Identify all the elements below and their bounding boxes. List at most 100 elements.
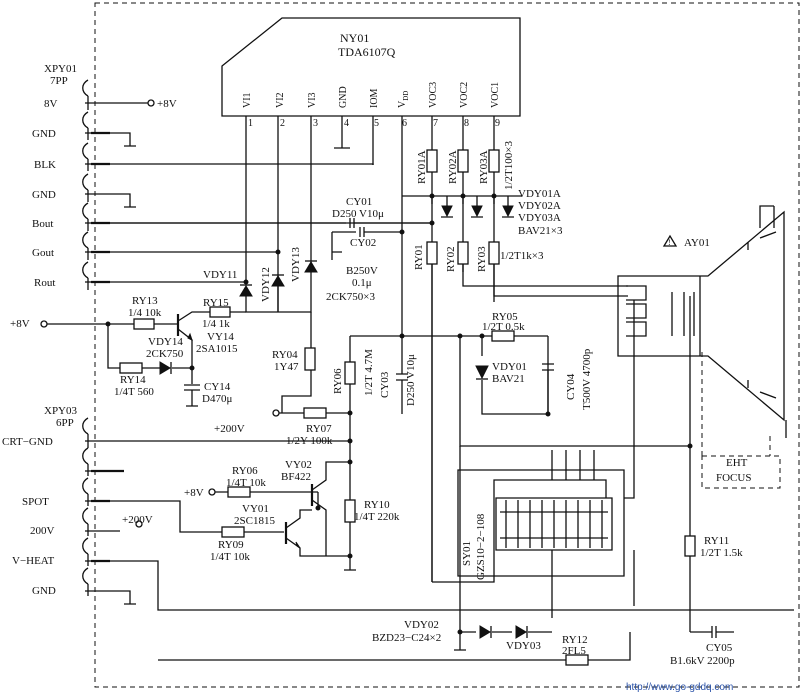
plus8v-mid-label: +8V xyxy=(184,487,204,499)
ry13-body xyxy=(133,318,155,330)
ry15-value: 1/4 1k xyxy=(202,318,230,330)
ry04-value: 1Y47 xyxy=(274,361,299,373)
vdy02-diode xyxy=(479,625,491,639)
ry06b-wire xyxy=(215,491,319,508)
crt-grids xyxy=(671,292,695,336)
vdy0xa-value: BAV21×3 xyxy=(518,225,563,237)
ry06b-label: RY06 xyxy=(232,465,258,477)
vdy02-value: BZD23−C24×2 xyxy=(372,632,441,644)
xpy03-ref: XPY03 xyxy=(44,405,78,417)
ic-pin-5: 5 xyxy=(374,118,379,129)
cy04-label: CY04 xyxy=(565,373,577,400)
vdy02a-label: VDY02A xyxy=(518,200,561,212)
cy14-label: CY14 xyxy=(204,381,231,393)
xpy01-label-blk: BLK xyxy=(34,159,56,171)
ry03-body xyxy=(488,241,500,265)
cy14-symbol xyxy=(184,368,200,407)
ic-ref: NY01 xyxy=(340,31,369,45)
cy04-symbol xyxy=(542,363,554,414)
ry06a-body xyxy=(344,361,356,385)
crt-anode xyxy=(759,205,787,438)
sy01-label: SY01 xyxy=(461,541,473,566)
plus200v-b-label: +200V xyxy=(122,514,153,526)
vy14-value: 2SA1015 xyxy=(196,343,238,355)
diode-set-label: 2CK750×3 xyxy=(326,291,375,303)
ry10-value: 1/4T 220k xyxy=(354,511,400,523)
ry06a-value: 1/2T 4.7M xyxy=(363,349,375,396)
vy14-arrow xyxy=(187,332,193,341)
ry14-value: 1/4T 560 xyxy=(114,386,154,398)
ry0x-value: 1/2T1k×3 xyxy=(500,250,544,262)
crt-neck xyxy=(617,210,785,422)
ry02-label: RY02 xyxy=(445,246,457,272)
ry12-body xyxy=(565,654,589,666)
ry02a-label: RY02A xyxy=(447,150,459,184)
connector-xpy03: XPY03 6PP CRT−GND SPOT 200V V−HEAT GND xyxy=(2,405,91,597)
ry01-body xyxy=(426,241,438,265)
xpy03-label-vheat: V−HEAT xyxy=(12,555,55,567)
ic-part: TDA6107Q xyxy=(338,45,396,59)
ic-pin-name-8: VOC2 xyxy=(459,82,470,108)
ry06b-body xyxy=(227,486,251,498)
ry05-value: 1/2T 0.5k xyxy=(482,321,525,333)
plus200v-terminal-a xyxy=(272,409,280,417)
ry14-body xyxy=(119,362,143,374)
vy02-label: VY02 xyxy=(285,459,312,471)
xpy03-label-gnd: GND xyxy=(32,585,56,597)
ry0xa-value: 1/2T100×3 xyxy=(503,141,515,190)
ic-pin-name-3: VI3 xyxy=(307,92,318,108)
ic-pin-name-9: VOC1 xyxy=(490,82,501,108)
zener-bars xyxy=(490,626,528,638)
ic-pin-name-4: GND xyxy=(338,86,349,108)
vdy01-value: BAV21 xyxy=(492,373,525,385)
ry09-label: RY09 xyxy=(218,539,244,551)
ry06a-label: RY06 xyxy=(332,368,344,394)
ry02-body xyxy=(457,241,469,265)
xpy03-wires xyxy=(91,440,794,611)
junction-dots xyxy=(105,193,693,635)
vdy14-diode xyxy=(159,361,171,375)
rgb-output-wires xyxy=(431,264,628,582)
ic-pin-6: 6 xyxy=(402,118,407,129)
ry14-label: RY14 xyxy=(120,374,146,386)
ry11-body xyxy=(684,535,696,557)
ic-pin-4: 4 xyxy=(344,118,349,129)
cy05-value: B1.6kV 2200p xyxy=(670,655,735,667)
vy01-value: 2SC1815 xyxy=(234,515,275,527)
ry05-label: RY05 xyxy=(492,311,518,323)
cy04-value: T500V 4700p xyxy=(581,348,593,410)
ic-pin-name-2: VI2 xyxy=(275,92,286,108)
crt-cathodes xyxy=(626,285,647,337)
vdy02-label: VDY02 xyxy=(404,619,439,631)
cy14-value: D470μ xyxy=(202,393,232,405)
vdy13-label: VDY13 xyxy=(290,247,302,282)
ry04-body xyxy=(304,347,316,371)
vy02-value: BF422 xyxy=(281,471,311,483)
ry15-label: RY15 xyxy=(203,297,229,309)
cy02-label: CY02 xyxy=(350,237,376,249)
ic-pin-name-6: VDD xyxy=(397,91,410,108)
xpy01-label-gnd1: GND xyxy=(32,128,56,140)
vy02-leads xyxy=(311,461,350,556)
ry01-label: RY01 xyxy=(413,244,425,270)
vdy11-label: VDY11 xyxy=(203,269,237,281)
xpy01-label-bout: Bout xyxy=(32,218,53,230)
warning-mark: ! xyxy=(668,238,671,247)
xpy03-label-200v: 200V xyxy=(30,525,55,537)
cy02-wire xyxy=(331,227,402,260)
plus200v-a-label: +200V xyxy=(214,423,245,435)
vdy01-label: VDY01 xyxy=(492,361,527,373)
xpy01-label-rout: Rout xyxy=(34,277,55,289)
ry13-value: 1/4 10k xyxy=(128,307,162,319)
plus8v-top-label: +8V xyxy=(157,98,177,110)
vy01-label: VY01 xyxy=(242,503,269,515)
ic-pin-1: 1 xyxy=(248,118,253,129)
xpy01-label-gout: Gout xyxy=(32,247,54,259)
xpy01-label-gnd2: GND xyxy=(32,189,56,201)
ry10-label: RY10 xyxy=(364,499,390,511)
vdy01a-diode xyxy=(441,205,453,218)
ic-pin-2: 2 xyxy=(280,118,285,129)
ic-pin-name-1: VI1 xyxy=(242,92,253,108)
ry09-value: 1/4T 10k xyxy=(210,551,250,563)
eht-focus-box xyxy=(701,352,781,489)
